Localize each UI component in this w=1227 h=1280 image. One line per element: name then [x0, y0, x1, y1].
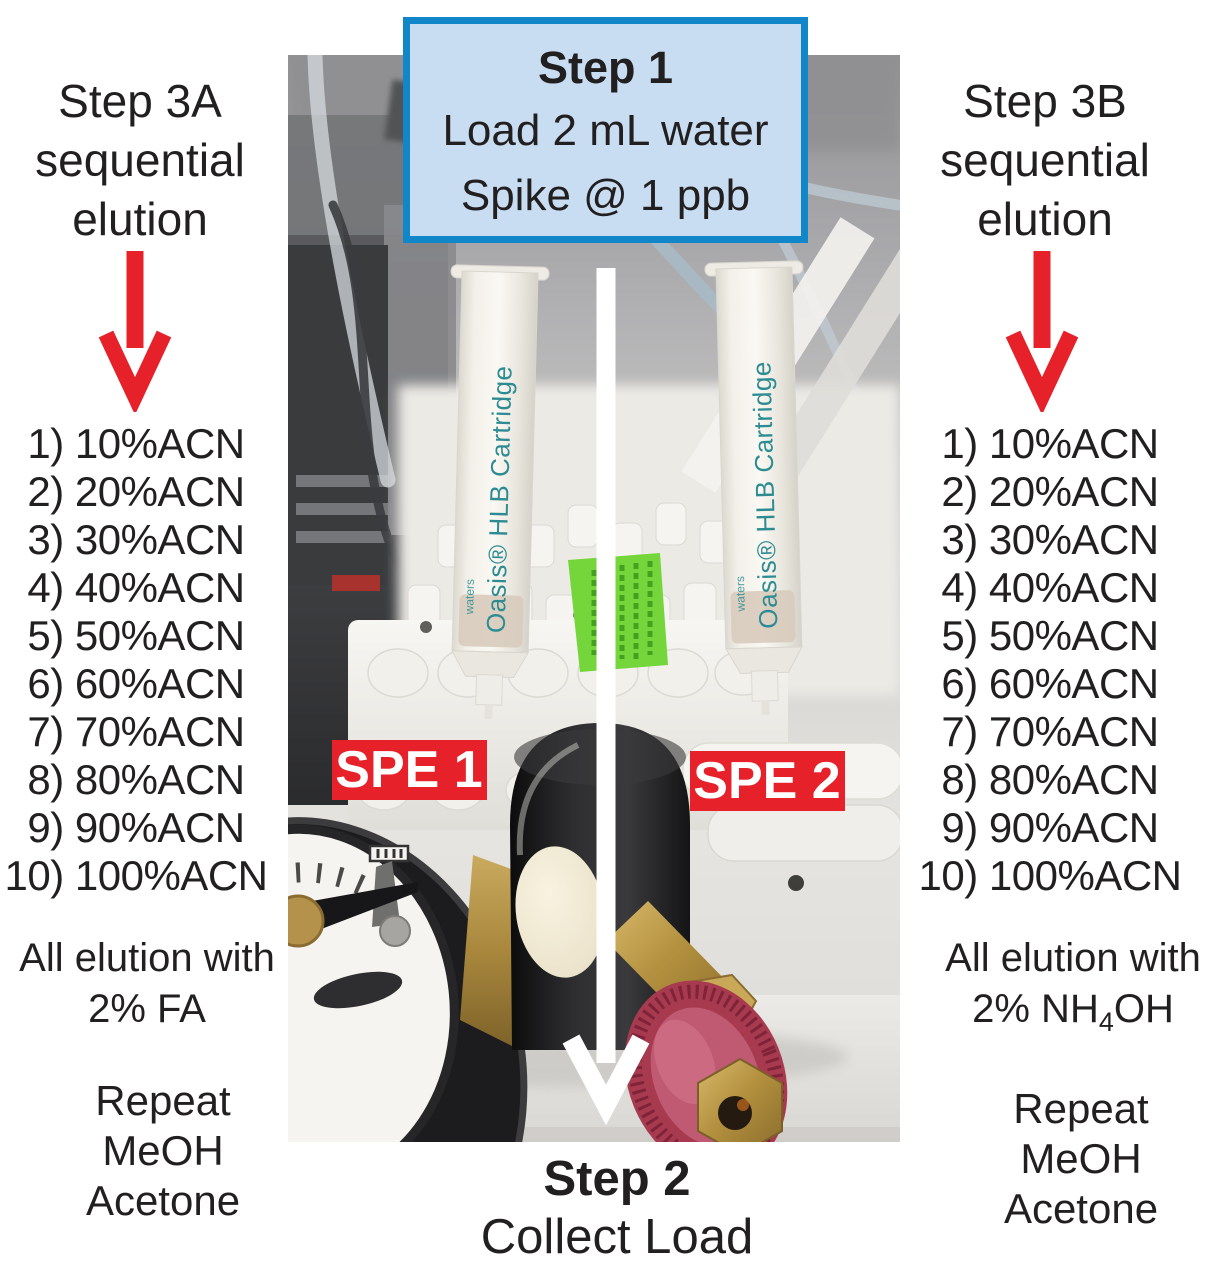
spe2-label-text: SPE 2: [693, 752, 840, 810]
elution-step: 5) 50%ACN: [941, 612, 1159, 659]
step3a-repeat: Repeat MeOH Acetone: [23, 1076, 303, 1226]
step3a-repeat-line1: Repeat: [95, 1077, 231, 1124]
step3b-heading: Step 3B sequential elution: [905, 72, 1185, 249]
cartridge-label-text: Oasis® HLB Cartridge: [746, 361, 783, 629]
step2-title: Step 2: [543, 1152, 691, 1206]
step1-title: Step 1: [537, 42, 674, 93]
step3b-elution-list: 1) 10%ACN 2) 20%ACN 3) 30%ACN 4) 40%ACN …: [910, 420, 1190, 900]
red-indicator-bar: [332, 575, 380, 591]
spe1-label: SPE 1: [332, 740, 487, 800]
elution-step: 1) 10%ACN: [941, 420, 1159, 467]
green-sample-label: [568, 553, 668, 672]
elution-step: 6) 60%ACN: [27, 660, 245, 707]
step3a-heading-line1: Step 3A: [58, 75, 222, 127]
spe-cartridge-2: waters Oasis® HLB Cartridge: [704, 260, 804, 715]
step3a-repeat-line2: MeOH: [102, 1127, 224, 1174]
cartridge-brand-text: waters: [733, 576, 748, 613]
elution-step: 8) 80%ACN: [941, 756, 1159, 803]
gauge-tick-marks: [288, 862, 376, 899]
elution-step: 1) 10%ACN: [27, 420, 245, 467]
step3b-heading-line3: elution: [977, 193, 1113, 245]
step3b-note: All elution with 2% NH4OH: [933, 933, 1213, 1048]
step3a-repeat-line3: Acetone: [85, 1177, 241, 1224]
step1-line2: Spike @ 1 ppb: [460, 171, 751, 220]
elution-step: 10) 100%ACN: [4, 852, 268, 899]
cartridge-brand-text: waters: [462, 579, 477, 616]
elution-step: 7) 70%ACN: [27, 708, 245, 755]
step3b-repeat-line3: Acetone: [1003, 1185, 1159, 1232]
right-red-down-arrow-icon: [1005, 251, 1079, 412]
rack-port-dot: [788, 875, 804, 891]
spe1-label-text: SPE 1: [335, 741, 482, 799]
elution-step: 7) 70%ACN: [941, 708, 1159, 755]
elution-step: 10) 100%ACN: [918, 852, 1182, 899]
step3b-note-line2: 2% NH4OH: [972, 987, 1174, 1037]
step3a-heading-line2: sequential: [35, 134, 245, 186]
step3b-note-line1: All elution with: [945, 936, 1201, 980]
step3b-heading-line2: sequential: [940, 134, 1150, 186]
step3b-repeat-line1: Repeat: [1013, 1085, 1149, 1132]
step1-callout: Step 1 Load 2 mL water Spike @ 1 ppb: [403, 17, 808, 243]
elution-step: 5) 50%ACN: [27, 612, 245, 659]
elution-step: 4) 40%ACN: [941, 564, 1159, 611]
gauge-hub: [288, 894, 325, 948]
step3a-elution-list: 1) 10%ACN 2) 20%ACN 3) 30%ACN 4) 40%ACN …: [0, 420, 272, 900]
step3a-note: All elution with 2% FA: [7, 933, 287, 1035]
step3a-heading: Step 3A sequential elution: [0, 72, 280, 249]
subscript-4: 4: [1098, 1007, 1114, 1037]
sorbent-bed: [458, 594, 524, 648]
step3a-note-line2: 2% FA: [88, 987, 206, 1031]
elution-step: 6) 60%ACN: [941, 660, 1159, 707]
elution-step: 8) 80%ACN: [27, 756, 245, 803]
step2-subtitle: Collect Load: [480, 1210, 754, 1264]
elution-step: 2) 20%ACN: [27, 468, 245, 515]
cream-fitting: [515, 846, 605, 978]
step1-line1: Load 2 mL water: [442, 106, 769, 155]
step2-caption: Step 2 Collect Load: [377, 1150, 857, 1266]
valve-assembly: [606, 901, 788, 1142]
step3a-heading-line3: elution: [72, 193, 208, 245]
elution-step: 3) 30%ACN: [941, 516, 1159, 563]
left-red-down-arrow-icon: [98, 251, 172, 412]
step3b-repeat-line2: MeOH: [1020, 1135, 1142, 1182]
elution-step: 9) 90%ACN: [941, 804, 1159, 851]
spe2-label: SPE 2: [690, 751, 845, 811]
step3b-repeat: Repeat MeOH Acetone: [941, 1084, 1221, 1234]
cartridge-label-text: Oasis® HLB Cartridge: [481, 365, 518, 633]
step3a-note-line1: All elution with: [19, 936, 275, 980]
elution-step: 9) 90%ACN: [27, 804, 245, 851]
sorbent-bed: [730, 590, 796, 644]
elution-step: 3) 30%ACN: [27, 516, 245, 563]
elution-step: 2) 20%ACN: [941, 468, 1159, 515]
white-down-arrow-icon: [562, 268, 650, 1126]
spe-cartridge-1: waters Oasis® HLB Cartridge: [450, 264, 550, 719]
elution-step: 4) 40%ACN: [27, 564, 245, 611]
step3b-heading-line1: Step 3B: [963, 75, 1127, 127]
